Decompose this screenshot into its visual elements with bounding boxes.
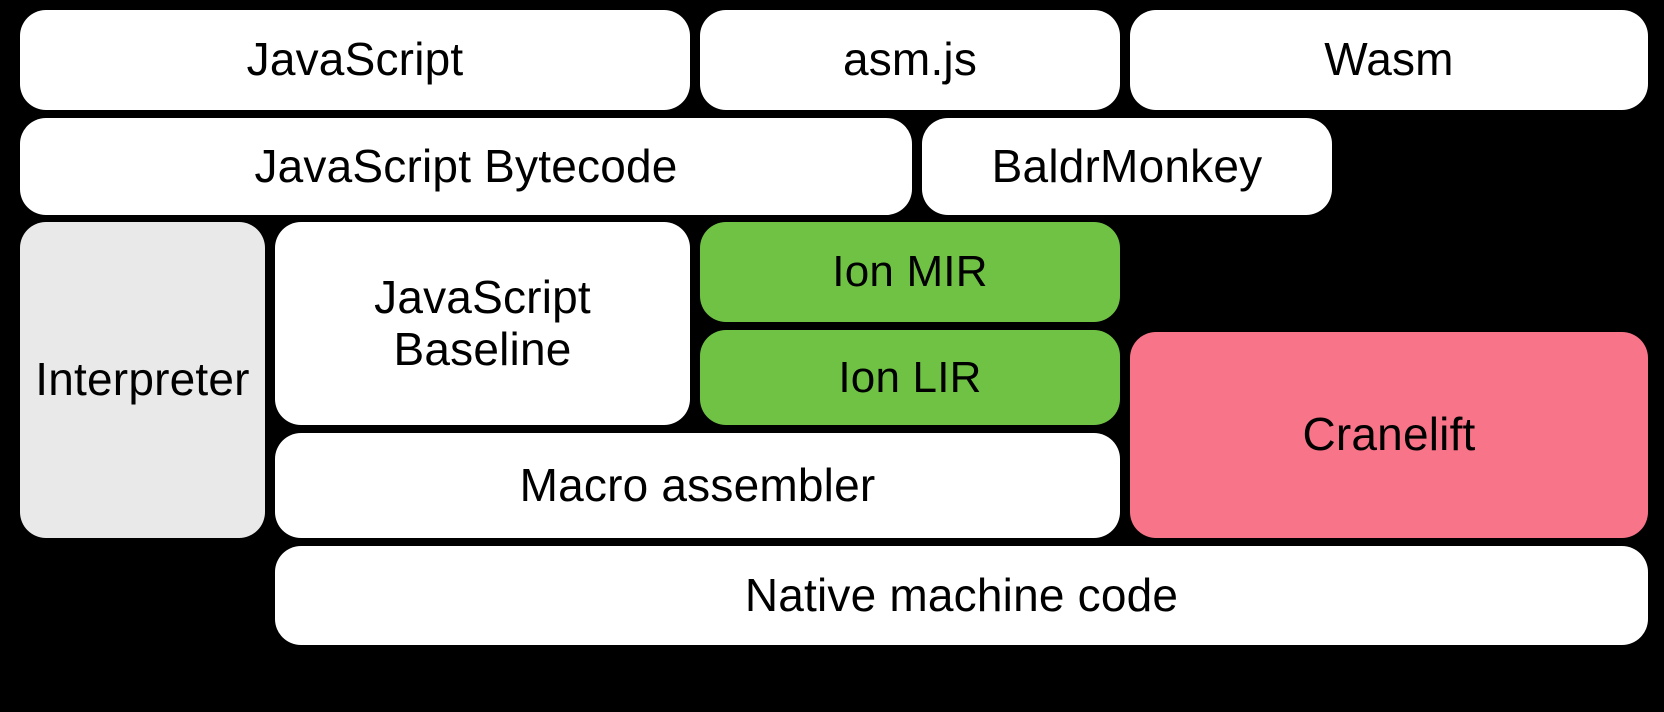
node-label: asm.js: [842, 33, 978, 86]
node-baldrmonkey: BaldrMonkey: [922, 118, 1332, 215]
node-javascript-source: JavaScript: [20, 10, 690, 110]
node-asm-js: asm.js: [700, 10, 1120, 110]
node-label: JavaScript: [246, 33, 464, 86]
node-label: Wasm: [1324, 33, 1454, 86]
node-label: Cranelift: [1302, 408, 1476, 461]
node-label: Ion LIR: [838, 352, 982, 402]
node-label: JavaScript Bytecode: [254, 139, 678, 192]
node-interpreter: Interpreter: [20, 222, 265, 538]
node-label: Macro assembler: [519, 458, 876, 511]
node-wasm: Wasm: [1130, 10, 1648, 110]
node-macro-assembler: Macro assembler: [275, 433, 1120, 538]
node-label: BaldrMonkey: [991, 139, 1263, 192]
node-ion-mir: Ion MIR: [700, 222, 1120, 322]
node-javascript-baseline: JavaScript Baseline: [275, 222, 690, 425]
node-ion-lir: Ion LIR: [700, 330, 1120, 425]
node-label: Native machine code: [744, 568, 1179, 621]
node-label: Ion MIR: [832, 247, 988, 297]
node-javascript-bytecode: JavaScript Bytecode: [20, 118, 912, 215]
node-label: Interpreter: [35, 353, 250, 406]
node-cranelift: Cranelift: [1130, 332, 1648, 538]
node-native-machine-code: Native machine code: [275, 546, 1648, 645]
node-label: JavaScript Baseline: [374, 270, 591, 375]
